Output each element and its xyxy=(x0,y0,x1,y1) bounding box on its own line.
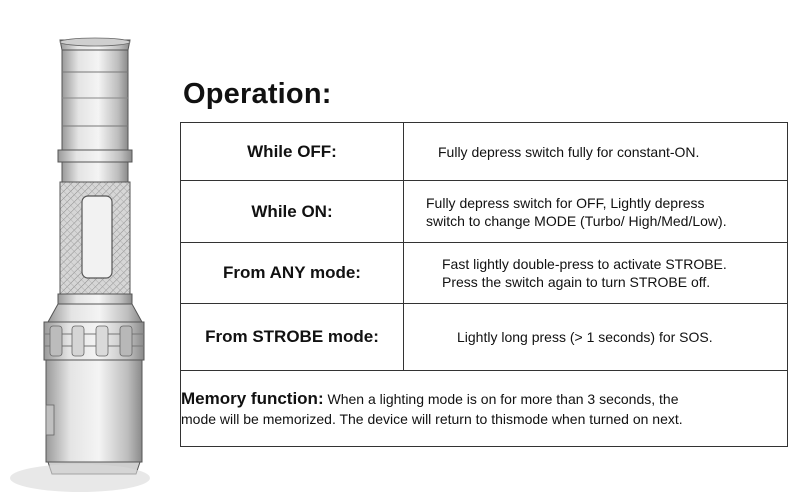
table-row: Memory function: When a lighting mode is… xyxy=(180,370,788,447)
description-line: Press the switch again to turn STROBE of… xyxy=(442,274,711,290)
description-line: Fully depress switch for OFF, Lightly de… xyxy=(426,194,705,211)
table-row: From STROBE mode: Lightly long press (> … xyxy=(180,303,788,371)
row-label: From STROBE mode: xyxy=(180,303,404,371)
table-row: From ANY mode: Fast lightly double-press… xyxy=(180,242,788,304)
memory-function-note: Memory function: When a lighting mode is… xyxy=(180,370,788,447)
description-line: Fast lightly double-press to activate ST… xyxy=(442,256,727,272)
flashlight-sketch-icon xyxy=(10,37,150,492)
memory-text-line1: When a lighting mode is on for more than… xyxy=(323,390,679,407)
page-title: Operation: xyxy=(183,78,332,110)
row-description: Fast lightly double-press to activate ST… xyxy=(403,242,788,304)
operation-table: While OFF: Fully depress switch fully fo… xyxy=(180,122,788,447)
table-row: While OFF: Fully depress switch fully fo… xyxy=(180,122,788,181)
row-label: While OFF: xyxy=(180,122,404,181)
description-line: Fully depress switch fully for constant-… xyxy=(438,143,700,160)
description-line: switch to change MODE (Turbo/ High/Med/L… xyxy=(426,212,727,229)
row-label: While ON: xyxy=(180,180,404,243)
row-label: From ANY mode: xyxy=(180,242,404,304)
memory-text-line2: mode will be memorized. The device will … xyxy=(181,410,683,427)
table-row: While ON: Fully depress switch for OFF, … xyxy=(180,180,788,243)
row-description: Fully depress switch for OFF, Lightly de… xyxy=(403,180,788,243)
row-description: Lightly long press (> 1 seconds) for SOS… xyxy=(403,303,788,371)
memory-title: Memory function: xyxy=(181,388,324,408)
row-description: Fully depress switch fully for constant-… xyxy=(403,122,788,181)
description-line: Lightly long press (> 1 seconds) for SOS… xyxy=(457,329,713,345)
